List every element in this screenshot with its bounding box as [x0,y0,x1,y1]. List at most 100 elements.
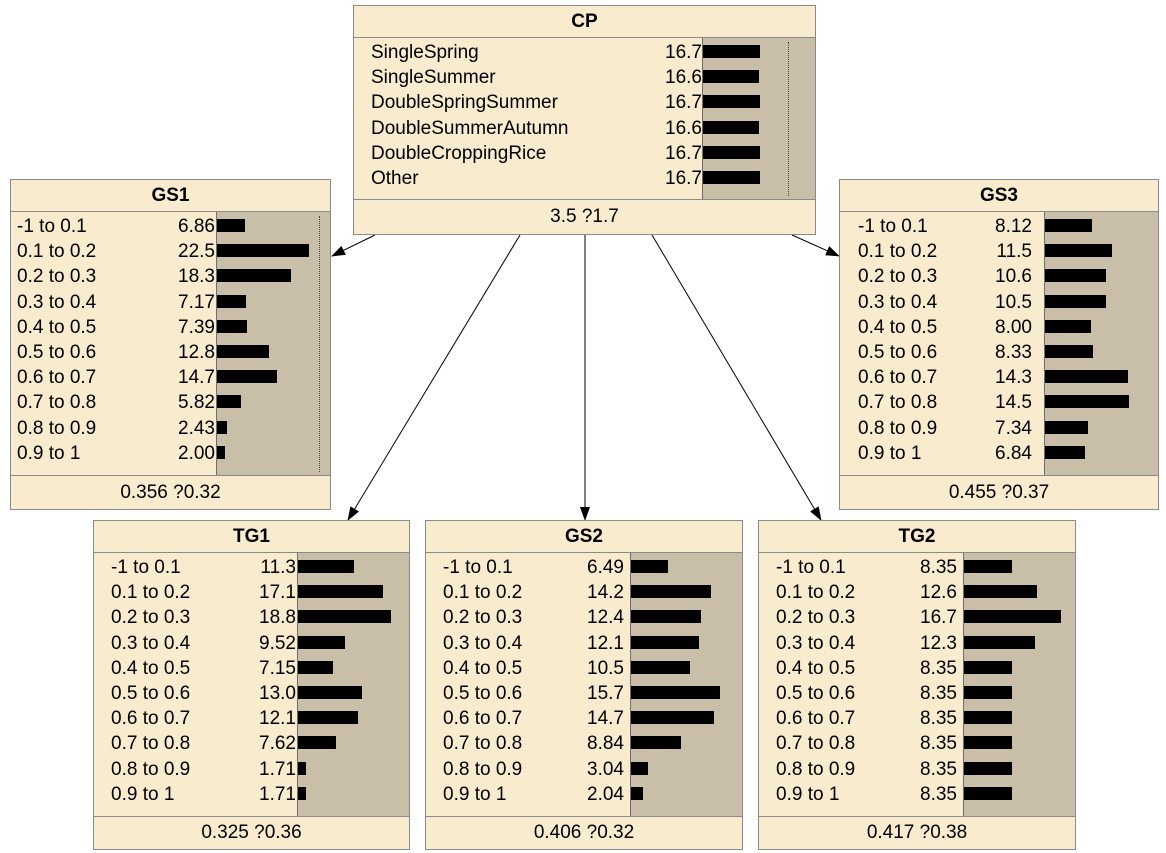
state-probability: 13.0 [259,683,296,704]
state-probability: 15.7 [587,683,624,704]
state-probability: 2.00 [178,442,215,464]
probability-bar [1045,269,1106,283]
state-probability: 14.5 [995,392,1032,414]
node-expected-value: 0.406 ?0.32 [426,816,742,849]
edge-cp-gs3 [791,234,840,257]
probability-bar [631,761,648,775]
edge-cp-tg1 [347,234,521,521]
probability-bar [1045,319,1091,333]
probability-bar [217,319,247,333]
probability-bar [1045,420,1088,434]
state-probability: 11.3 [260,557,296,578]
state-probability: 7.17 [178,291,215,313]
state-label: 0.6 to 0.7 [776,708,856,730]
node-title: CP [354,6,815,38]
state-label: SingleSpring [371,42,479,63]
probability-bar [631,660,690,674]
state-probability: 9.52 [259,632,296,654]
probability-bar [298,635,345,649]
probability-bar [217,269,291,283]
state-label: 0.9 to 1 [858,442,922,464]
state-probability: 8.84 [587,733,624,755]
state-label: 0.9 to 1 [17,442,81,464]
probability-bar [631,635,699,649]
state-label: 0.1 to 0.2 [17,241,97,263]
state-row[interactable]: 0.9 to 1 2.00 [11,441,330,466]
probability-bar [298,610,391,624]
state-label: 0.3 to 0.4 [776,632,856,654]
node-title: TG2 [759,521,1075,553]
state-row[interactable]: 0.7 to 0.8 14.5 [840,390,1158,415]
state-probability: 12.1 [259,708,296,730]
state-probability: 10.5 [587,657,624,679]
probability-bar [964,560,1012,573]
state-label: 0.7 to 0.8 [858,392,938,414]
probability-bar [298,761,306,775]
state-probability: 2.04 [587,783,624,805]
state-probability: 8.35 [920,783,957,805]
state-probability: 8.00 [995,316,1032,338]
